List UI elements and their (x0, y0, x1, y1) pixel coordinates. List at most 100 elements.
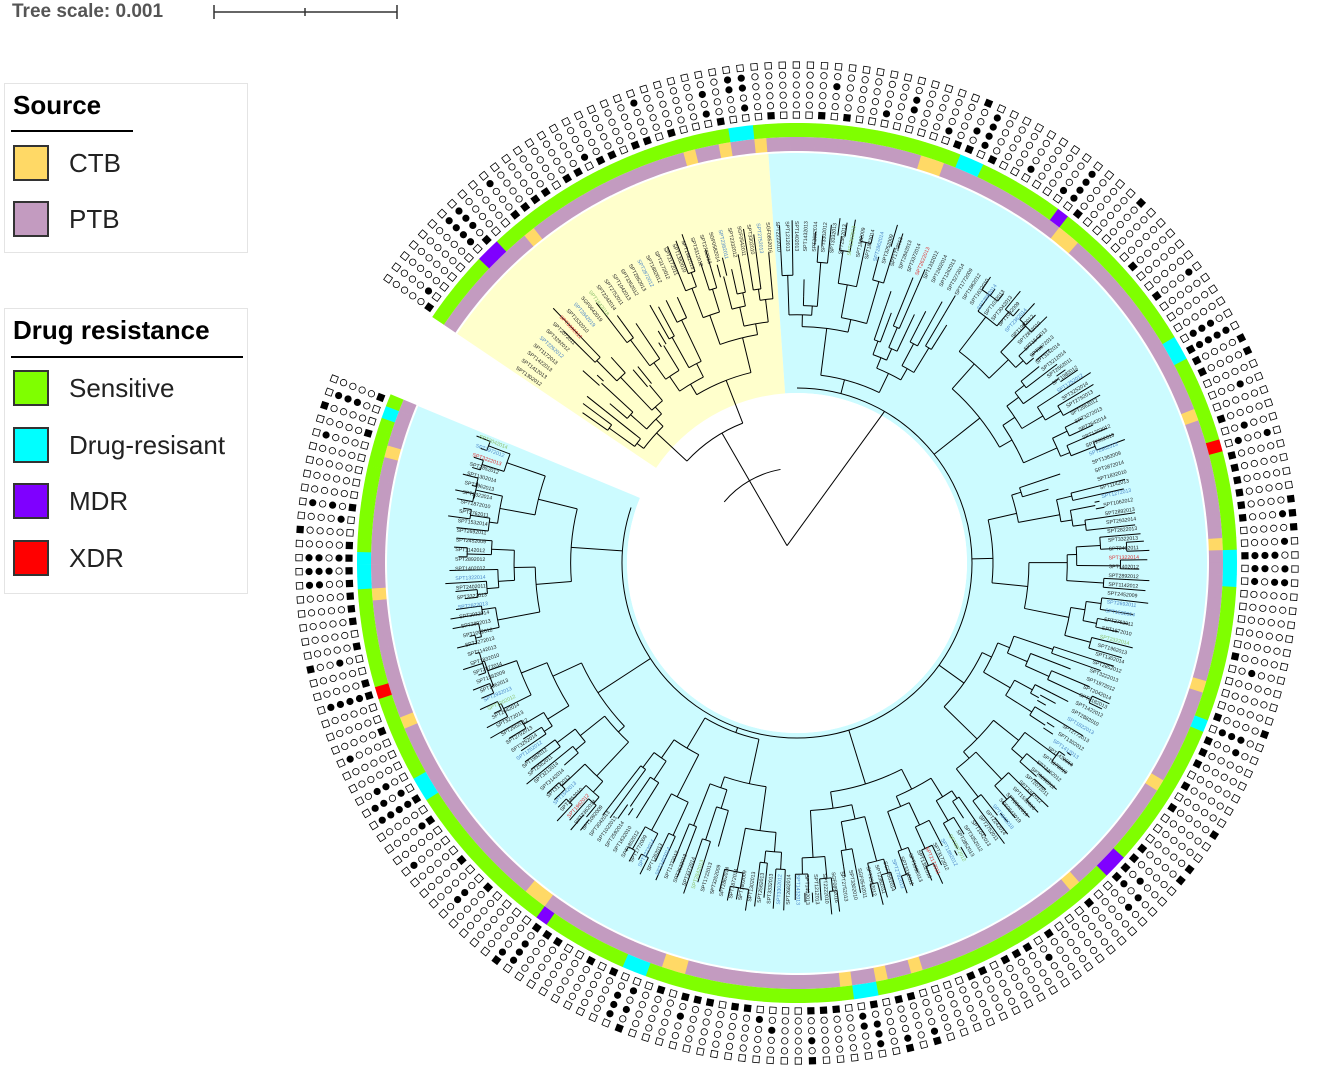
marker-circle (1159, 236, 1167, 244)
leaf-branch (1094, 705, 1103, 710)
drug-segment (1120, 276, 1140, 296)
marker-circle (597, 995, 605, 1003)
leaf-branch (1013, 308, 1020, 316)
marker-circle (1039, 969, 1047, 977)
internal-branch (486, 587, 499, 590)
marker-circle (1237, 708, 1245, 716)
drug-segment (921, 142, 938, 160)
leaf-branch (890, 224, 898, 247)
source-segment (507, 865, 526, 884)
leaf-branch (992, 828, 1005, 844)
marker-square (1184, 864, 1195, 875)
marker-circle (346, 755, 354, 763)
internal-arc (479, 460, 484, 471)
internal-branch (614, 360, 626, 374)
drug-segment (955, 154, 973, 173)
marker-square (1241, 564, 1249, 573)
internal-branch (615, 408, 628, 419)
marker-square (1230, 793, 1241, 804)
internal-branch (629, 776, 651, 807)
marker-circle (325, 554, 333, 562)
marker-square (382, 738, 392, 748)
marker-circle (937, 1004, 946, 1012)
marker-circle (884, 100, 893, 108)
source-segment (1208, 562, 1224, 575)
marker-circle (556, 986, 564, 994)
leaf-branch (524, 756, 533, 763)
internal-branch (1091, 637, 1118, 645)
marker-square (1227, 451, 1237, 460)
marker-square (1268, 703, 1278, 713)
marker-circle (781, 1027, 789, 1035)
marker-circle (755, 1015, 764, 1024)
internal-branch (705, 806, 718, 841)
marker-square (1289, 522, 1298, 531)
marker-square (1064, 913, 1075, 924)
internal-branch (958, 796, 979, 826)
marker-circle (311, 485, 319, 493)
marker-circle (1222, 399, 1230, 408)
marker-square (346, 592, 355, 601)
leaf-label: SPT2762011 (458, 509, 489, 519)
marker-circle (1277, 620, 1285, 628)
marker-circle (1145, 867, 1153, 875)
marker-circle (1101, 898, 1109, 906)
drug-segment (667, 138, 684, 156)
internal-branch (1021, 415, 1044, 429)
drug-segment (488, 866, 508, 886)
drug-resistance-ring (357, 122, 1238, 1003)
marker-circle (1193, 279, 1201, 287)
marker-circle (1154, 841, 1162, 849)
marker-circle (436, 227, 444, 235)
drug-segment (1190, 715, 1208, 733)
marker-circle (1263, 471, 1271, 479)
marker-circle (336, 729, 344, 738)
internal-arc (803, 305, 818, 307)
marker-circle (792, 71, 800, 79)
marker-circle (462, 214, 470, 222)
marker-circle (345, 726, 353, 734)
marker-square (820, 61, 829, 70)
internal-arc (820, 374, 880, 394)
marker-circle (875, 1030, 883, 1038)
marker-circle (1236, 408, 1244, 417)
leaf-branch (917, 311, 927, 327)
marker-square (1145, 833, 1156, 844)
marker-square (482, 882, 494, 893)
marker-circle (364, 719, 372, 727)
marker-circle (622, 1005, 630, 1014)
source-ring (371, 137, 1224, 989)
marker-square (1082, 216, 1093, 228)
leaf-branch (1121, 622, 1129, 625)
internal-branch (1058, 750, 1066, 756)
leaf-label: SPT2692011 (1106, 599, 1137, 609)
marker-circle (1049, 179, 1057, 187)
marker-circle (1037, 148, 1045, 156)
internal-branch (531, 739, 556, 758)
marker-circle (349, 411, 357, 419)
marker-square (1291, 565, 1299, 573)
source-segment (1185, 688, 1203, 705)
internal-branch (630, 339, 651, 367)
marker-square (1062, 201, 1073, 212)
marker-circle (342, 477, 351, 485)
leaf-branch (844, 222, 848, 237)
marker-square (1023, 999, 1034, 1009)
internal-branch (589, 417, 608, 431)
marker-circle (363, 402, 371, 410)
marker-circle (1123, 213, 1131, 221)
marker-square (1203, 736, 1213, 746)
internal-branch (993, 719, 1019, 741)
leaf-branch (1040, 764, 1051, 774)
drug-segment (365, 465, 382, 481)
marker-circle (698, 90, 706, 99)
internal-arc (977, 310, 998, 327)
marker-square (352, 642, 362, 651)
drug-segment (470, 258, 490, 278)
marker-circle (725, 86, 733, 94)
internal-arc (888, 347, 898, 352)
marker-circle (402, 817, 410, 825)
source-segment (742, 139, 757, 155)
marker-square (1011, 1005, 1021, 1016)
marker-circle (685, 93, 693, 101)
